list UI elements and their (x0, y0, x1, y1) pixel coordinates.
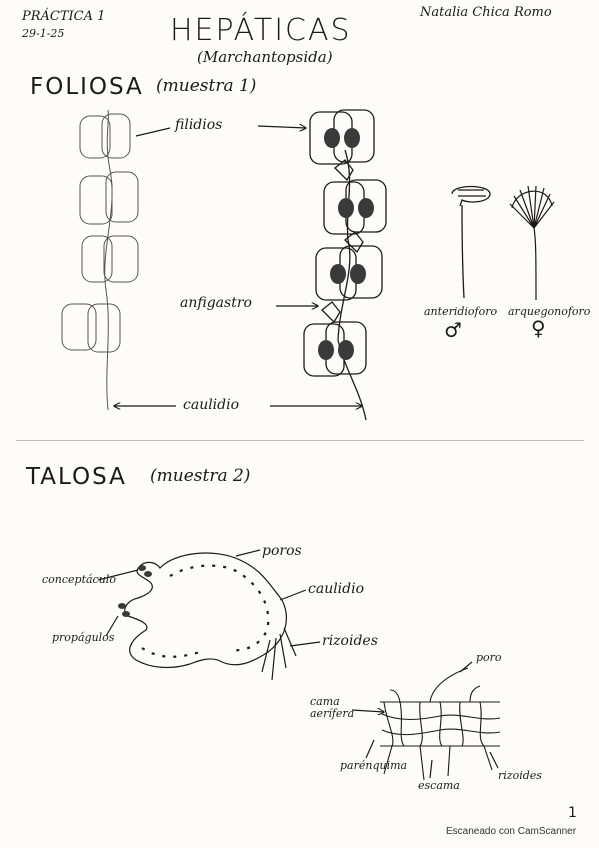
page-subtitle: (Marchantopsida) (197, 48, 333, 66)
label-poros: poros (262, 543, 302, 559)
page-title: HEPÁTICAS (170, 13, 352, 48)
page-number: 1 (568, 805, 577, 821)
label-poro: poro (476, 651, 502, 664)
foliosa-heading: FOLIOSA (30, 74, 144, 100)
talosa-sample: (muestra 2) (150, 466, 251, 486)
arquegonioforo-drawing (509, 185, 555, 301)
scanner-watermark: Escaneado con CamScanner (446, 826, 577, 837)
anteridioforo-drawing (451, 185, 491, 299)
male-symbol-icon: ♂ (444, 318, 462, 342)
label-propagulos: propágulos (52, 631, 115, 644)
conceptaculo-drawing (118, 565, 152, 617)
oil-bodies (318, 128, 374, 360)
label-rizoides-talosa: rizoides (322, 633, 378, 649)
label-camara-aerifera: cama aerífera (310, 695, 355, 720)
label-caulidio-foliosa: caulidio (183, 397, 240, 413)
label-filidios: filidios (175, 117, 223, 133)
label-parenquima: parénquima (340, 759, 408, 772)
thallus-section-drawing (380, 667, 501, 781)
label-arquegonioforo: arquegonoforo (508, 305, 591, 318)
practice-label: PRÁCTICA 1 (22, 9, 106, 24)
thallus-drawing (124, 552, 297, 681)
foliose-plant-sketch (61, 109, 139, 411)
author-name: Natalia Chica Romo (420, 5, 552, 20)
section-divider (16, 440, 584, 441)
label-anteridioforo: anteridioforo (424, 305, 498, 318)
date-label: 29-1-25 (22, 27, 65, 40)
label-escama: escama (418, 779, 460, 792)
talosa-heading: TALOSA (26, 464, 127, 490)
female-symbol-icon: ♀ (531, 316, 546, 340)
label-conceptaculo: conceptáculo (42, 573, 116, 586)
foliosa-sample: (muestra 1) (156, 76, 257, 96)
foliose-plant-detailed (303, 109, 387, 421)
label-caulidio-talosa: caulidio (308, 581, 365, 597)
label-rizoides-section: rizoides (498, 769, 542, 782)
label-anfigastro: anfigastro (180, 295, 252, 311)
